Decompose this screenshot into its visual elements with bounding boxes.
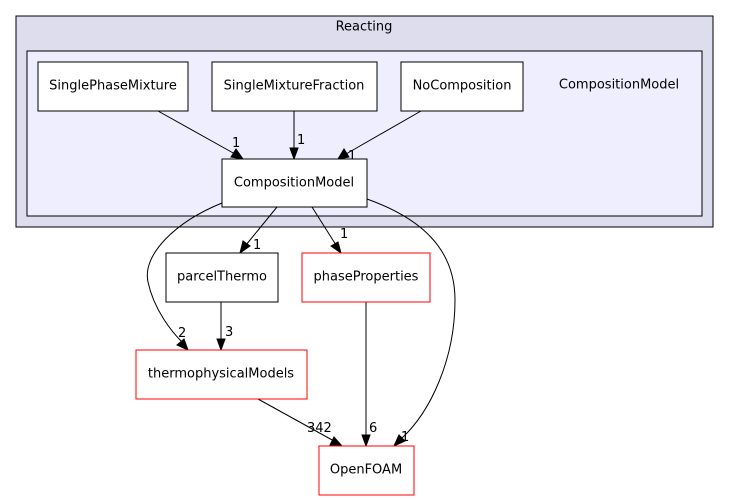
edge-weight-label: 1	[348, 149, 356, 164]
edge-compositionmodel-to-openfoam: 1	[366, 198, 456, 448]
node-box	[318, 445, 415, 496]
edge-singlemixturefraction-to-compositionmodel: 1	[289, 111, 305, 161]
edge-weight-label: 1	[232, 136, 240, 151]
edge-weight-label: 3	[225, 325, 233, 340]
node-label: OpenFOAM	[330, 463, 402, 478]
node-box	[135, 349, 308, 400]
edge-thermophysicalmodels-to-openfoam: 342	[257, 398, 344, 447]
node-label: NoComposition	[413, 79, 512, 94]
edge-weight-label: 1	[401, 430, 409, 445]
node-singlephasemixture[interactable]: SinglePhaseMixture	[37, 61, 189, 112]
node-box	[165, 252, 279, 303]
edge-singlephasemixture-to-compositionmodel: 1	[157, 110, 245, 160]
edge-nocomposition-to-compositionmodel: 1	[337, 110, 422, 164]
edge-parcelthermo-to-thermophysicalmodels: 3	[216, 302, 233, 352]
edge-weight-label: 1	[297, 133, 305, 148]
node-singlemixturefraction[interactable]: SingleMixtureFraction	[211, 61, 378, 112]
node-label: SinglePhaseMixture	[49, 79, 177, 94]
cluster-reacting-label: Reacting	[336, 20, 393, 35]
edge-compositionmodel-to-parcelthermo: 1	[239, 206, 278, 255]
node-box	[211, 61, 378, 112]
node-box	[400, 61, 524, 112]
node-label: phaseProperties	[314, 270, 419, 285]
node-openfoam[interactable]: OpenFOAM	[318, 445, 415, 496]
node-box	[301, 252, 431, 303]
edge-weight-label: 6	[369, 421, 377, 436]
node-parcelthermo[interactable]: parcelThermo	[165, 252, 279, 303]
edge-weight-label: 342	[307, 421, 332, 436]
node-label: CompositionModel	[234, 176, 354, 191]
node-label: SingleMixtureFraction	[224, 79, 365, 94]
edge-compositionmodel-to-phaseproperties: 1	[311, 206, 348, 255]
node-compositionmodel[interactable]: CompositionModel	[221, 158, 368, 208]
edge-weight-label: 1	[253, 238, 261, 253]
edge-weight-label: 1	[340, 227, 348, 242]
node-box	[221, 158, 368, 208]
node-label: parcelThermo	[177, 270, 267, 285]
edge-weight-label: 2	[178, 326, 186, 341]
node-box	[37, 61, 189, 112]
edge-compositionmodel-to-thermophysicalmodels: 2	[146, 202, 223, 351]
cluster-composition-model-label: CompositionModel	[559, 78, 679, 93]
node-label: thermophysicalModels	[148, 367, 294, 382]
edge-phaseproperties-to-openfoam: 6	[361, 302, 377, 448]
node-thermophysicalmodels[interactable]: thermophysicalModels	[135, 349, 308, 400]
node-phaseproperties[interactable]: phaseProperties	[301, 252, 431, 303]
node-nocomposition[interactable]: NoComposition	[400, 61, 524, 112]
